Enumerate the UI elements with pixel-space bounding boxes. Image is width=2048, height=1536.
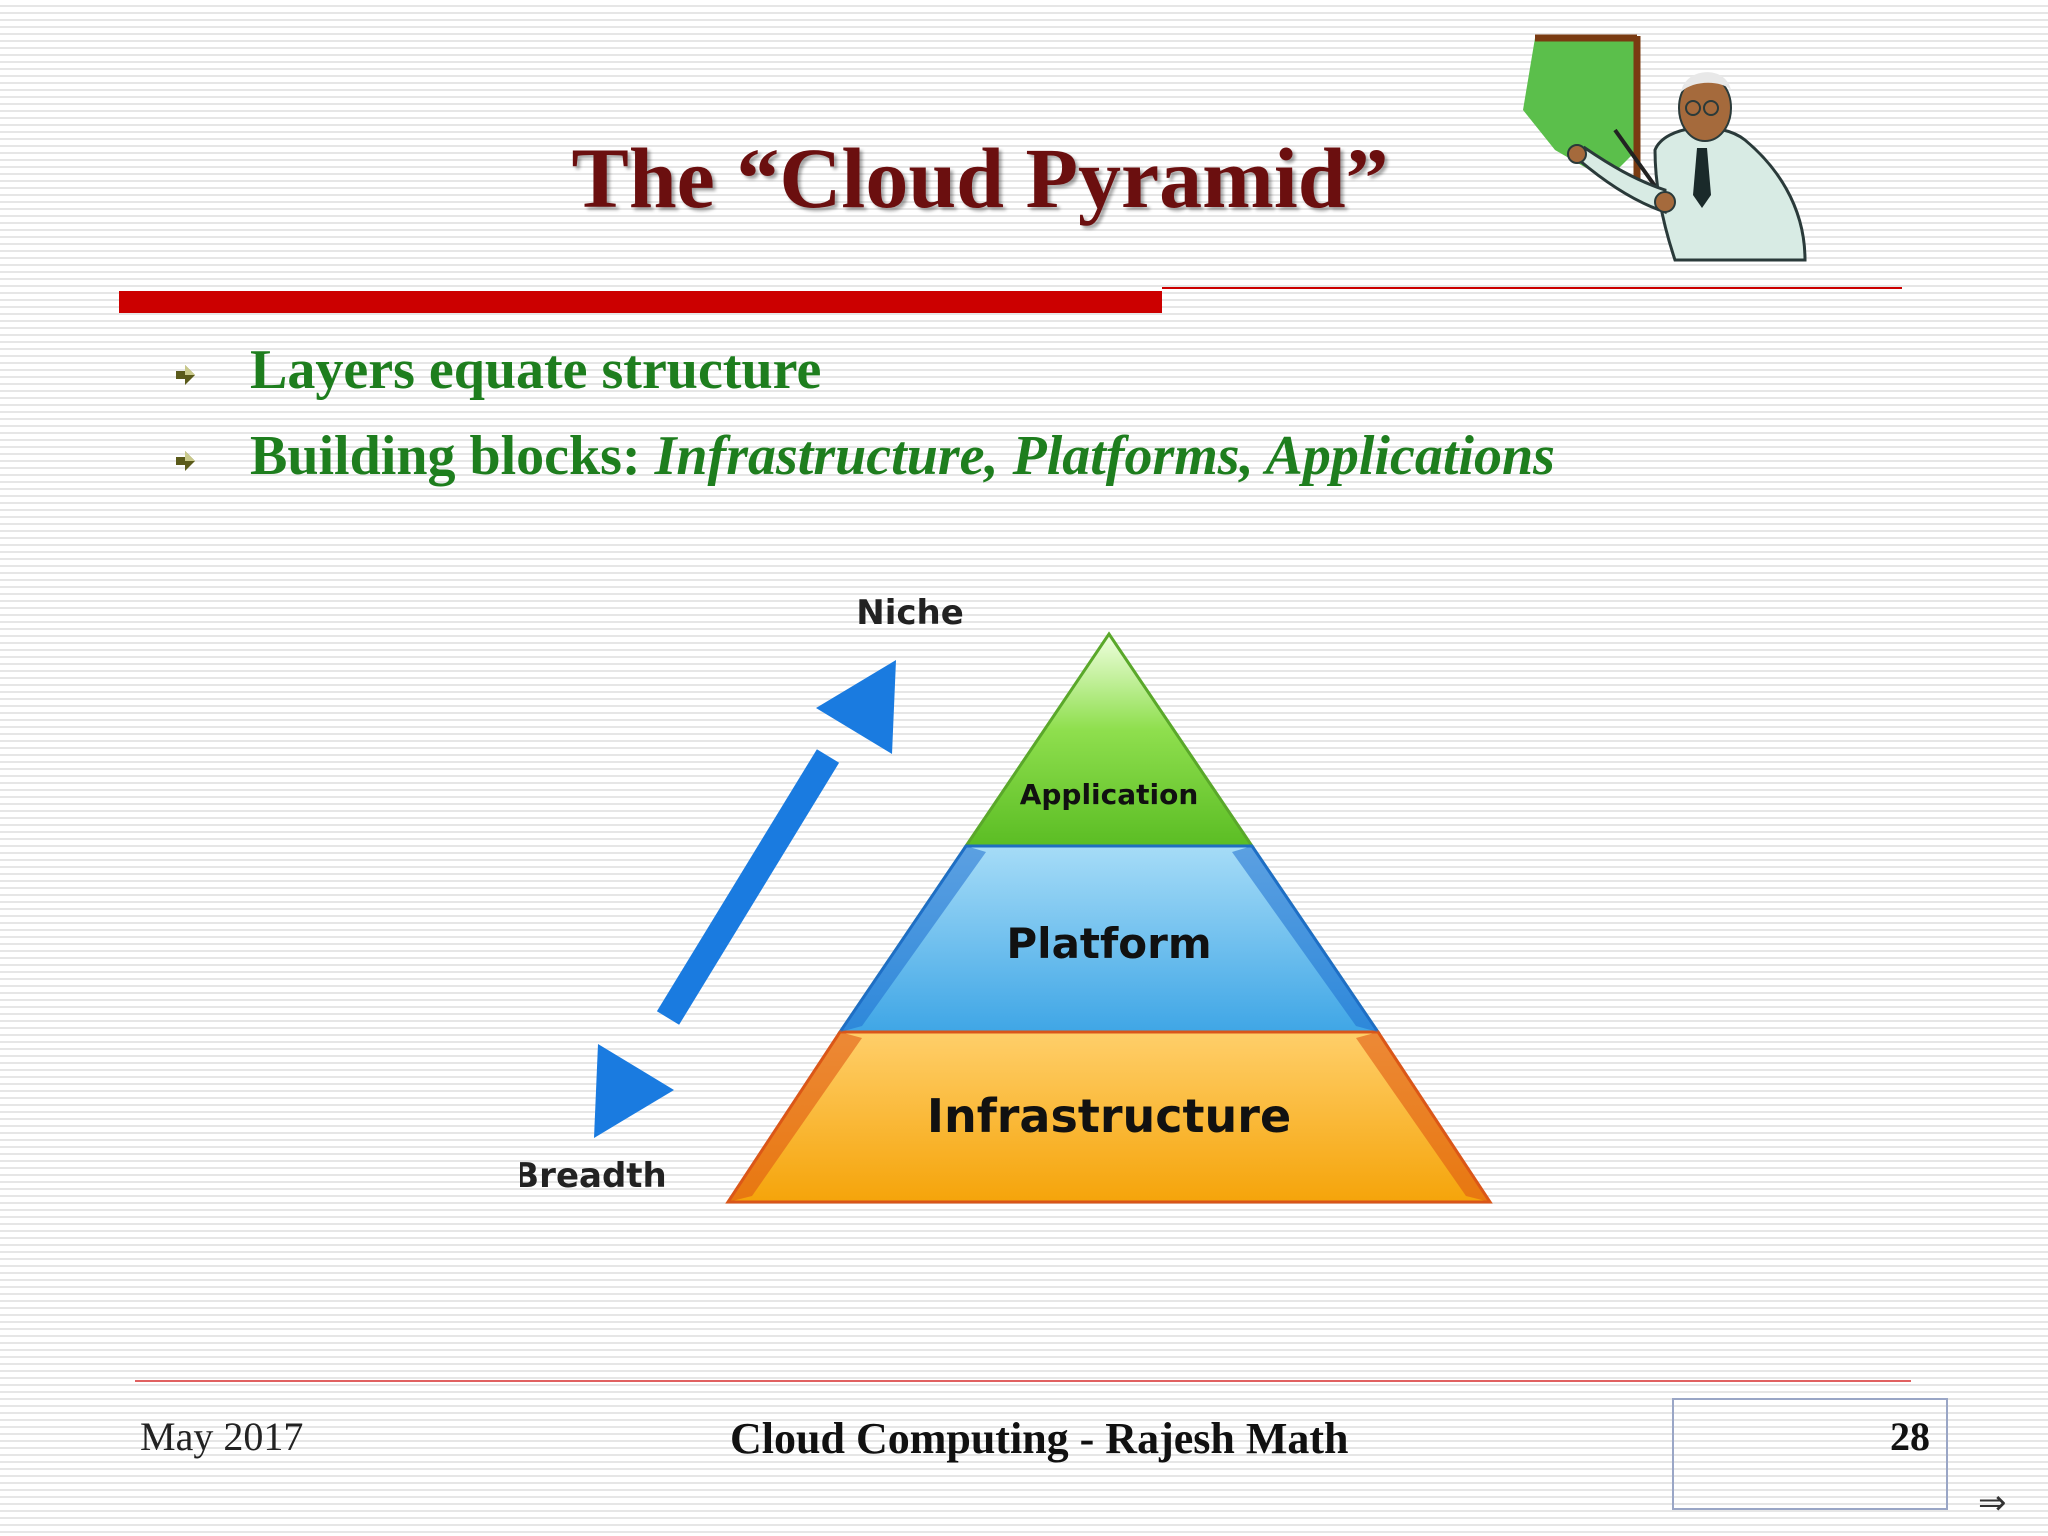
slide-title: The “Cloud Pyramid” [571, 130, 1389, 226]
footer-divider [135, 1380, 1911, 1382]
layer-label-application: Application [1020, 778, 1199, 811]
next-slide-arrow-icon[interactable]: ⇒ [1978, 1483, 2007, 1523]
pyramid-layer-application [963, 631, 1255, 848]
bullet-text: Building blocks: Infrastructure, Platfor… [250, 424, 1555, 488]
axis-label-breadth: Breadth [520, 1156, 667, 1196]
bullet-text: Layers equate structure [250, 339, 822, 401]
bullet-italic: Infrastructure, Platforms, Applications [654, 425, 1555, 487]
presenter-clipart-icon [1523, 34, 1807, 262]
bullet-arrow-icon [176, 365, 195, 385]
bullet-lead: Building blocks: [250, 425, 655, 487]
title-underline-bar [119, 291, 1162, 313]
layer-label-infrastructure: Infrastructure [927, 1089, 1291, 1143]
title-underline-thin [1162, 287, 1902, 289]
page-number: 28 [1890, 1414, 1930, 1459]
cloud-pyramid-diagram: Application Platform Infrastructure Nich… [520, 593, 1493, 1204]
axis-label-niche: Niche [856, 593, 964, 633]
page-number-box [1672, 1398, 1948, 1510]
niche-breadth-arrow-icon [594, 660, 896, 1138]
layer-label-platform: Platform [1006, 919, 1211, 968]
footer-date: May 2017 [140, 1414, 304, 1459]
bullet-arrow-icon [176, 451, 195, 471]
footer-title: Cloud Computing - Rajesh Math [730, 1414, 1349, 1463]
